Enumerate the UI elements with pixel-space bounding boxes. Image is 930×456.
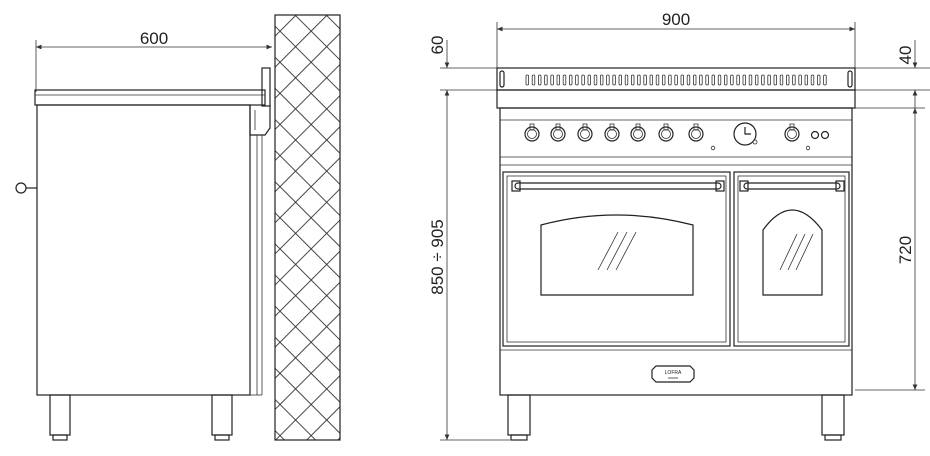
- indicator-light: [820, 130, 830, 140]
- vent-slot: [637, 74, 641, 86]
- side-view: 600: [15, 14, 341, 441]
- vent-slot: [736, 74, 740, 86]
- front-view: 900 60 40 850 ÷ 905 720: [428, 10, 930, 441]
- backsplash-height-dimension: 40: [855, 40, 930, 108]
- vent-slot: [823, 74, 827, 86]
- vent-slot: [792, 74, 796, 86]
- front-body: [499, 107, 853, 396]
- vent-slot: [556, 74, 560, 86]
- vent-slot: [686, 74, 691, 86]
- vent-slot: [643, 74, 647, 86]
- vent-slot: [817, 74, 821, 86]
- vent-slot: [550, 74, 554, 86]
- oven-handle: [514, 182, 722, 190]
- side-backsplash: [249, 67, 271, 136]
- vent-slot: [668, 74, 672, 86]
- hob-top: [496, 89, 856, 109]
- front-feet: [507, 394, 845, 441]
- wall: [274, 14, 341, 441]
- vent-slot: [612, 74, 616, 86]
- total-height-dimension: 850 ÷ 905: [428, 90, 510, 441]
- vent-slot: [786, 74, 790, 86]
- backsplash-height-label: 40: [896, 46, 915, 65]
- vent-slot: [773, 74, 777, 86]
- clock: [733, 122, 758, 146]
- vent-slot: [600, 74, 604, 86]
- vent-slot: [569, 74, 573, 86]
- side-body: [36, 104, 263, 396]
- vent-slot: [662, 74, 666, 86]
- control-knobs: [524, 123, 800, 142]
- vent-slot: [544, 74, 548, 86]
- vent-slot: [680, 74, 684, 86]
- side-hob-top: [34, 89, 266, 106]
- control-knob[interactable]: [577, 123, 593, 142]
- width-label: 900: [662, 10, 690, 29]
- control-knob[interactable]: [604, 123, 620, 142]
- total-height-label: 850 ÷ 905: [428, 219, 447, 295]
- control-knob[interactable]: [550, 123, 566, 142]
- control-knob[interactable]: [658, 123, 674, 142]
- control-knob[interactable]: [688, 123, 704, 142]
- small-oven-door: [733, 171, 850, 347]
- vent-slot: [705, 74, 709, 86]
- vent-slot: [562, 74, 567, 86]
- vent-slot: [693, 74, 697, 86]
- vent-slot: [631, 74, 635, 86]
- vent-slot: [538, 74, 542, 86]
- control-knob[interactable]: [784, 123, 800, 142]
- vent-slot: [531, 74, 536, 86]
- side-feet: [49, 394, 233, 441]
- vent-slot: [798, 74, 802, 86]
- vent-slot: [587, 74, 591, 86]
- vent-slot: [575, 74, 579, 86]
- indicator-light: [810, 130, 820, 140]
- vent-slot: [618, 74, 622, 86]
- vent-slots: [525, 74, 827, 86]
- vent-slot: [624, 74, 629, 86]
- vent-slot: [699, 74, 703, 86]
- body-height-dimension: 720: [855, 107, 925, 391]
- side-knob: [15, 182, 37, 194]
- control-knob[interactable]: [630, 123, 646, 142]
- depth-dimension: 600: [35, 29, 272, 92]
- vent-slot: [593, 74, 598, 86]
- vent-slot: [674, 74, 678, 86]
- depth-label: 600: [140, 29, 168, 48]
- width-dimension: 900: [496, 10, 856, 68]
- brand-badge: LOFRA: [651, 365, 695, 383]
- control-knob[interactable]: [524, 123, 540, 142]
- vent-slot: [581, 74, 585, 86]
- backsplash-offset-label: 60: [428, 36, 447, 55]
- oven-window: [540, 214, 694, 296]
- vent-slot: [761, 74, 765, 86]
- vent-slot: [649, 74, 653, 86]
- vent-slot: [717, 74, 722, 86]
- oven-handle: [743, 182, 841, 190]
- vent-slot: [730, 74, 734, 86]
- body-height-label: 720: [896, 236, 915, 264]
- vent-slot: [724, 74, 728, 86]
- vent-slot: [655, 74, 660, 86]
- vent-slot: [748, 74, 753, 86]
- backsplash: [496, 67, 856, 91]
- vent-slot: [804, 74, 808, 86]
- vent-slot: [606, 74, 610, 86]
- vent-slot: [810, 74, 815, 86]
- main-oven-door: [502, 171, 731, 347]
- vent-slot: [755, 74, 759, 86]
- vent-slot: [779, 74, 784, 86]
- svg-text:LOFRA: LOFRA: [665, 370, 682, 376]
- vent-slot: [742, 74, 746, 86]
- oven-window: [762, 209, 823, 296]
- vent-slot: [525, 74, 529, 86]
- vent-slot: [711, 74, 715, 86]
- vent-slot: [767, 74, 771, 86]
